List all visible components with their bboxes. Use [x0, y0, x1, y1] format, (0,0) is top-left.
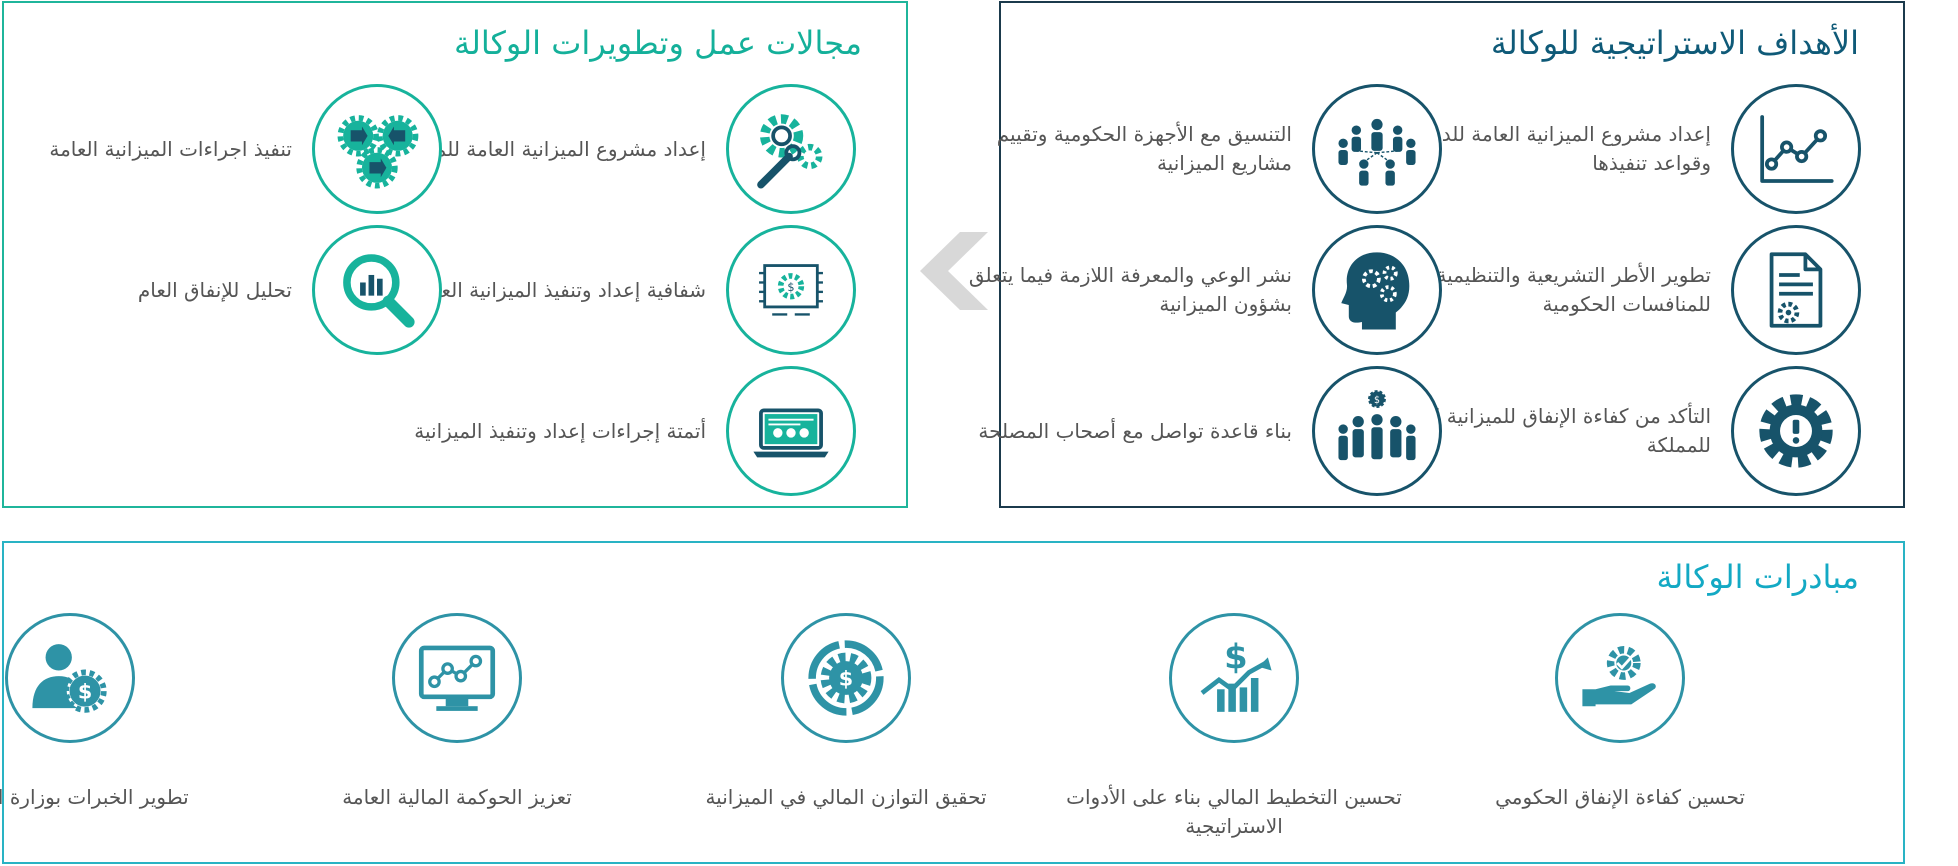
dollar-growth-icon: $	[1169, 613, 1299, 743]
monitor-graph-icon	[392, 613, 522, 743]
area-item: أتمتة إجراءات إعداد وتنفيذ الميزانية	[356, 366, 856, 496]
goal-label: التنسيق مع الأجهزة الحكومية وتقييم مشاري…	[996, 122, 1292, 175]
goal-item: تطوير الأطر التشريعية والتنظيمية للمنافس…	[1361, 225, 1861, 355]
person-dollar-icon: $	[5, 613, 135, 743]
svg-text:$: $	[839, 667, 853, 691]
initiative-label: تعزيز الحوكمة المالية العامة	[342, 785, 572, 809]
work-areas-panel: مجالات عمل وتطويرات الوكالة إعداد مشروع …	[2, 1, 908, 508]
svg-text:$: $	[1224, 638, 1248, 677]
strategic-goals-title: الأهداف الاستراتيجية للوكالة	[1490, 24, 1859, 62]
people-network-icon	[1312, 84, 1442, 214]
chart-line-icon	[1731, 84, 1861, 214]
goal-item: إعداد مشروع الميزانية العامة للدولة وقوا…	[1361, 84, 1861, 214]
stakeholders-icon: $	[1312, 366, 1442, 496]
document-gear-icon	[1731, 225, 1861, 355]
initiatives-panel: مبادرات الوكالة تحسين كفاءة الإنفاق الحك…	[0, 541, 1905, 864]
area-label: شفافية إعداد وتنفيذ الميزانية العامة	[413, 277, 706, 302]
chip-gear-icon: $	[726, 225, 856, 355]
area-label: إعداد مشروع الميزانية العامة للمملكة	[395, 136, 706, 161]
initiatives-title: مبادرات الوكالة	[1656, 558, 1860, 596]
dollar-cycle-icon: $	[781, 613, 911, 743]
area-item: إعداد مشروع الميزانية العامة للمملكة	[356, 84, 856, 214]
goal-label: التأكد من كفاءة الإنفاق للميزانية العامة…	[1391, 404, 1711, 457]
head-gears-icon	[1312, 225, 1442, 355]
initiative-label: تحسين التخطيط المالي بناء على الأدوات ال…	[1066, 785, 1402, 838]
goal-label: إعداد مشروع الميزانية العامة للدولة وقوا…	[1415, 122, 1711, 175]
initiative-label: تحقيق التوازن المالي في الميزانية	[705, 785, 987, 809]
chevron-left-icon	[920, 232, 988, 310]
goal-label: نشر الوعي والمعرفة اللازمة فيما يتعلق بش…	[968, 263, 1292, 316]
svg-text:$: $	[787, 281, 794, 294]
svg-text:$: $	[78, 680, 92, 704]
area-label: تحليل للإنفاق العام	[137, 277, 292, 302]
hand-gear-icon	[1555, 613, 1685, 743]
gear-wrench-icon	[726, 84, 856, 214]
area-item: تنفيذ اجراءات الميزانية العامة	[0, 84, 442, 214]
goal-label: تطوير الأطر التشريعية والتنظيمية للمنافس…	[1436, 263, 1711, 316]
area-label: تنفيذ اجراءات الميزانية العامة	[49, 136, 292, 161]
initiative-item: $ تطوير الخبرات بوزارة المالية	[0, 613, 263, 859]
initiative-label: تطوير الخبرات بوزارة المالية	[0, 785, 189, 809]
magnifier-chart-icon	[312, 225, 442, 355]
gear-exclamation-icon	[1731, 366, 1861, 496]
laptop-icon	[726, 366, 856, 496]
initiative-item: $ تحسين التخطيط المالي بناء على الأدوات …	[1041, 613, 1427, 859]
goal-item: التنسيق مع الأجهزة الحكومية وتقييم مشاري…	[942, 84, 1442, 214]
initiative-item: تعزيز الحوكمة المالية العامة	[264, 613, 650, 859]
area-label: أتمتة إجراءات إعداد وتنفيذ الميزانية	[414, 418, 706, 443]
initiative-label: تحسين كفاءة الإنفاق الحكومي	[1495, 785, 1745, 809]
strategic-goals-panel: الأهداف الاستراتيجية للوكالة إعداد مشروع…	[969, 1, 1905, 508]
work-areas-title: مجالات عمل وتطويرات الوكالة	[453, 24, 862, 62]
area-item: $ شفافية إعداد وتنفيذ الميزانية العامة	[356, 225, 856, 355]
initiative-item: $ تحقيق التوازن المالي في الميزانية	[653, 613, 1039, 859]
goal-item: التأكد من كفاءة الإنفاق للميزانية العامة…	[1361, 366, 1861, 496]
goal-label: بناء قاعدة تواصل مع أصحاب المصلحة	[978, 418, 1292, 443]
gears-arrows-icon	[312, 84, 442, 214]
goal-item: نشر الوعي والمعرفة اللازمة فيما يتعلق بش…	[942, 225, 1442, 355]
area-item: تحليل للإنفاق العام	[0, 225, 442, 355]
svg-text:$: $	[1374, 395, 1380, 406]
initiative-item: تحسين كفاءة الإنفاق الحكومي	[1427, 613, 1813, 859]
goal-item: $ بناء قاعدة تواصل مع أصحاب المصلحة	[942, 366, 1442, 496]
